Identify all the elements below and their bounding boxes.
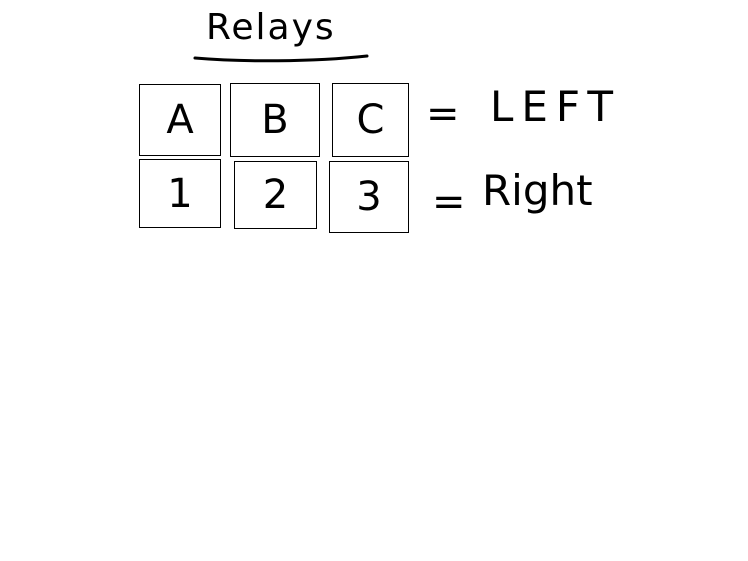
left-label: LEFT <box>490 82 622 131</box>
relay-cell-a-label: A <box>166 97 194 143</box>
right-label: Right <box>482 166 593 215</box>
relay-cell-2: 2 <box>234 161 317 229</box>
relay-cell-c-label: C <box>356 97 385 143</box>
relay-cell-2-label: 2 <box>262 172 289 218</box>
equals-sign-right: = <box>432 179 466 225</box>
relay-cell-1: 1 <box>139 159 221 228</box>
relay-cell-a: A <box>139 84 221 156</box>
diagram-title: Relays <box>206 7 336 48</box>
relay-cell-c: C <box>332 83 409 157</box>
relay-cell-b-label: B <box>261 97 289 143</box>
relay-cell-1-label: 1 <box>167 170 193 217</box>
title-underline <box>193 54 369 63</box>
equals-sign-left: = <box>426 91 460 137</box>
relay-cell-3-label: 3 <box>356 174 382 220</box>
relay-cell-b: B <box>230 83 320 157</box>
relay-cell-3: 3 <box>329 161 409 233</box>
